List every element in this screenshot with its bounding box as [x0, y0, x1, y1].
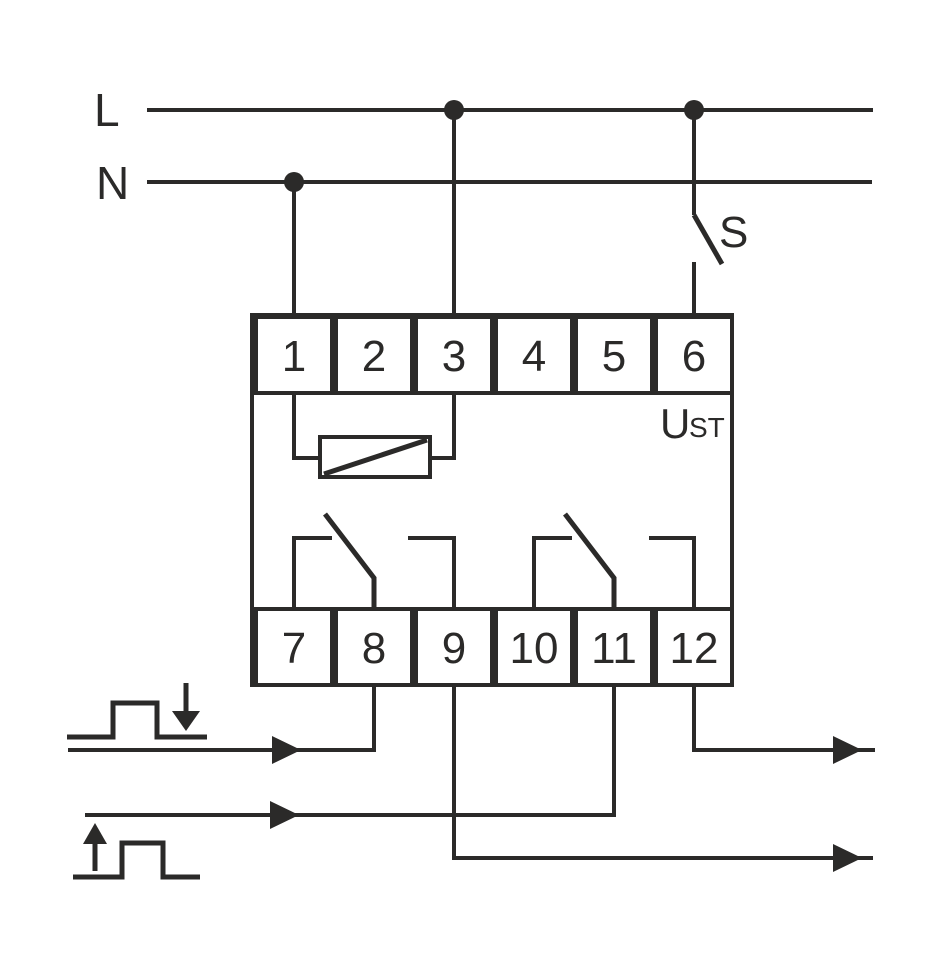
switch-label: S [719, 208, 748, 257]
relay-contact-right [532, 512, 696, 609]
terminal-cell-3: 3 [414, 315, 494, 395]
switch-blade [691, 213, 725, 266]
terminal-cell-9: 9 [414, 607, 494, 687]
switch-s: S [691, 110, 748, 317]
terminal-cell-5: 5 [574, 315, 654, 395]
output-1-arrow-icon [833, 736, 862, 764]
terminal-2-box [334, 315, 414, 395]
contact-12-fixed-arm [649, 536, 696, 609]
terminal-11-number: 11 [591, 624, 637, 673]
output-1-wire [692, 685, 875, 752]
control-voltage-label: U ST [660, 400, 725, 447]
terminal-cell-11: 11 [574, 607, 654, 687]
terminal-cell-4: 4 [494, 315, 574, 395]
input-line-2 [85, 685, 616, 829]
terminal-5-box [574, 315, 654, 395]
terminal-cell-12: 12 [654, 607, 734, 687]
terminal-cell-8: 8 [334, 607, 414, 687]
output-2-arrow-icon [833, 844, 862, 872]
terminal-7-number: 7 [282, 624, 306, 673]
input-1-wire [68, 685, 376, 752]
input-2-arrow-icon [270, 801, 299, 829]
terminal-cell-10: 10 [494, 607, 574, 687]
terminal-1-number: 1 [282, 332, 306, 381]
input-2-wire [85, 685, 616, 817]
line-n-label: N [96, 157, 129, 209]
contact-8-blade [323, 512, 377, 609]
terminal-10-number: 10 [510, 624, 559, 673]
terminal-6-number: 6 [682, 332, 706, 381]
up-arrow-icon [83, 823, 107, 844]
contact-9-fixed-arm [408, 536, 456, 609]
io-lines [68, 685, 875, 872]
terminal-2-number: 2 [362, 332, 386, 381]
down-arrow-icon [172, 711, 200, 731]
input-1-arrow-icon [272, 736, 301, 764]
pulse-waveform-bottom [73, 840, 200, 880]
rising-edge-pulse-icon [73, 823, 200, 880]
control-voltage-sub: ST [689, 412, 725, 443]
terminal-cell-7: 7 [254, 607, 334, 687]
terminal-4-number: 4 [522, 332, 546, 381]
terminal-9-number: 9 [442, 624, 466, 673]
coil-symbol [292, 393, 456, 479]
falling-edge-pulse-icon [67, 683, 207, 740]
terminal-4-box [494, 315, 574, 395]
terminal-block-bottom: 7 8 9 10 11 12 [254, 607, 734, 687]
terminal-cell-1: 1 [254, 315, 334, 395]
coil-lead-right [430, 393, 456, 460]
coil-lead-left [292, 393, 320, 460]
terminal-block-top: 1 2 3 4 5 6 [254, 315, 734, 395]
contact-10-fixed-arm [532, 536, 572, 609]
coil-box [318, 435, 432, 479]
output-line-1 [692, 685, 875, 764]
power-lines: L N [94, 84, 873, 209]
terminal-8-number: 8 [362, 624, 386, 673]
terminal-3-number: 3 [442, 332, 466, 381]
terminal-5-number: 5 [602, 332, 626, 381]
supply-leads [292, 110, 456, 317]
output-line-2 [452, 685, 873, 872]
relay-contact-left [292, 512, 456, 609]
control-voltage-main: U [660, 400, 690, 447]
terminal-6-box [654, 315, 734, 395]
terminal-cell-6: 6 [654, 315, 734, 395]
terminal-12-number: 12 [670, 624, 719, 673]
input-line-1 [68, 685, 376, 764]
pulse-waveform-top [67, 700, 207, 740]
line-l-label: L [94, 84, 120, 136]
pulse-symbols [67, 683, 207, 880]
coil-diagonal [323, 437, 428, 477]
device: 1 2 3 4 5 6 [250, 313, 734, 687]
terminal-cell-2: 2 [334, 315, 414, 395]
output-2-wire [452, 685, 873, 860]
contact-11-blade [563, 512, 617, 609]
contact-7-fixed-arm [292, 536, 332, 609]
